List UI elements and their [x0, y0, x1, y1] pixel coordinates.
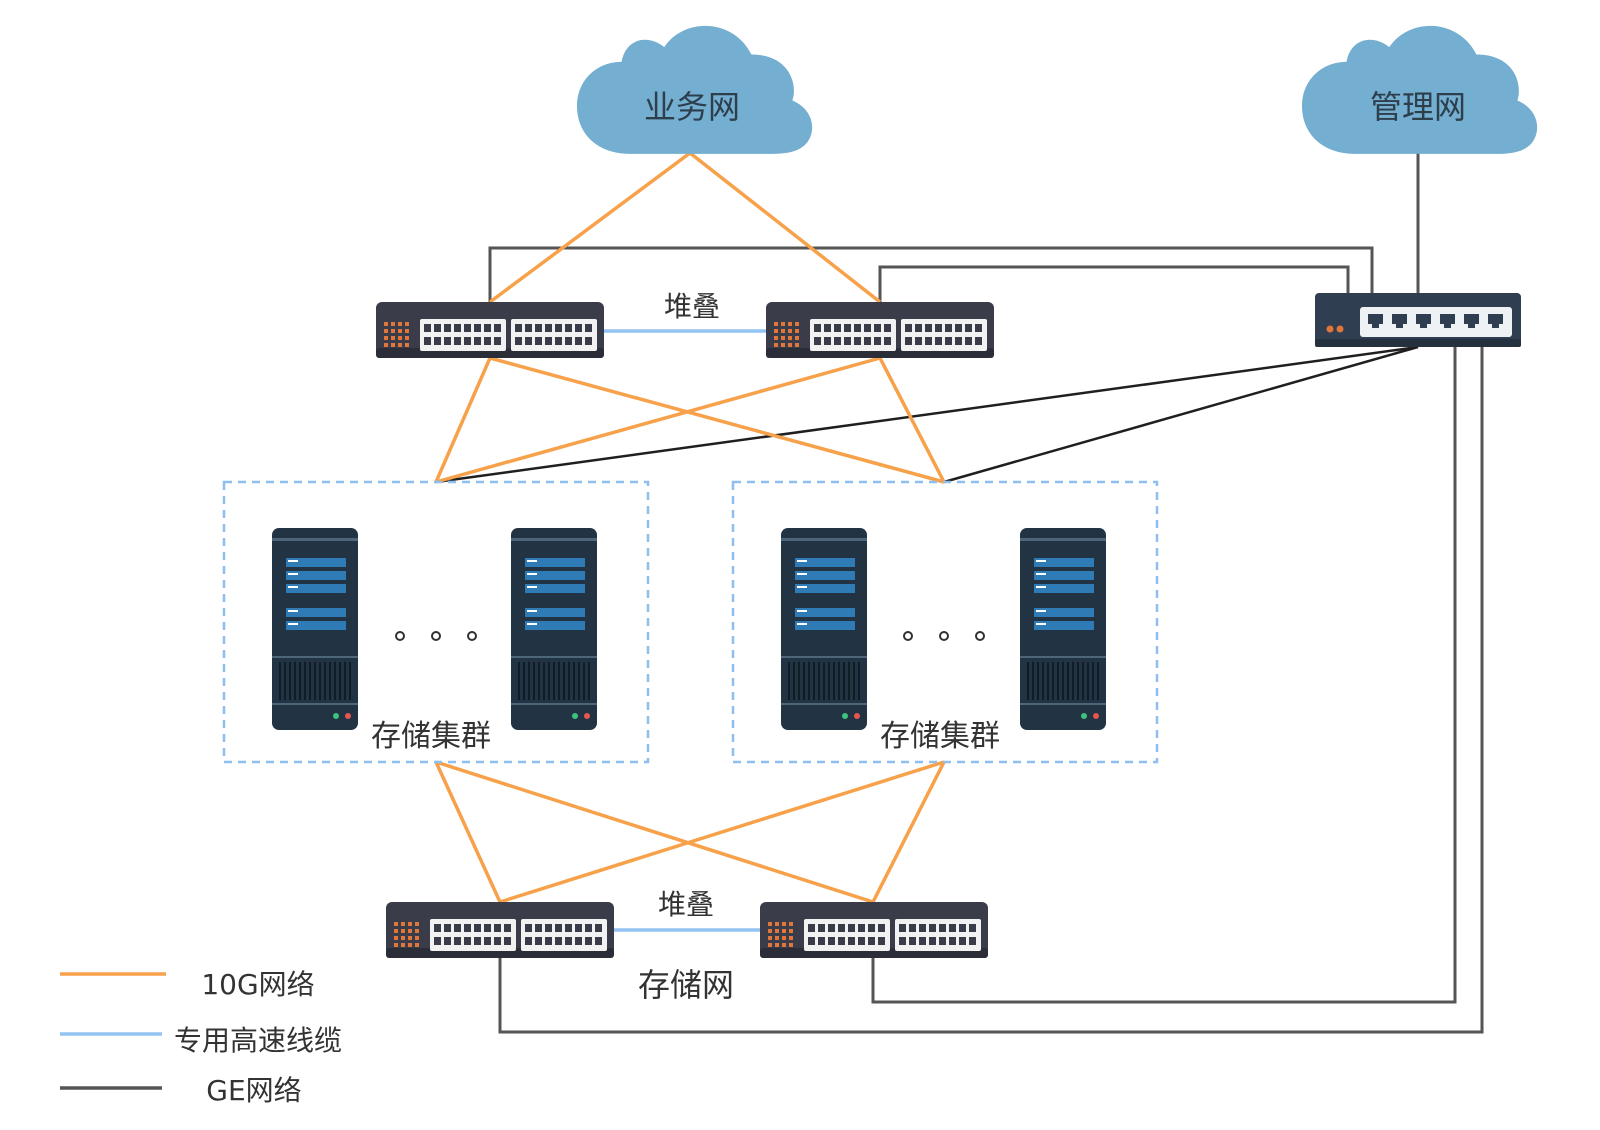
ten-g-links: [434, 151, 946, 904]
ellipsis-icon: [395, 631, 477, 641]
storage-cluster-right: 存储集群: [731, 480, 1159, 764]
business-network-label: 业务网: [644, 88, 740, 126]
storage-switch-left: [386, 902, 614, 958]
stack-label-bottom: 堆叠: [658, 888, 714, 921]
business-switch-left: [376, 302, 604, 358]
server-icon: [780, 527, 868, 731]
management-switch: [1315, 293, 1521, 347]
ge-cluster-links: [435, 345, 1419, 484]
ge-links: [488, 153, 1484, 1034]
legend-label-10g: 10G网络: [201, 968, 314, 1001]
ge-link-top-right-switch: [878, 265, 1350, 302]
storage-cluster-left: 存储集群: [222, 480, 650, 764]
server-icon: [271, 527, 359, 731]
ge-link-cluster-left: [435, 345, 1419, 484]
ge-link-cluster-right: [943, 345, 1419, 484]
cluster-label-right: 存储集群: [880, 719, 1000, 754]
legend-label-high-speed-cable: 专用高速线缆: [174, 1024, 342, 1057]
storage-network-label: 存储网: [638, 966, 734, 1004]
legend: 10G网络 专用高速线缆 GE网络: [60, 968, 342, 1107]
server-icon: [510, 527, 598, 731]
management-network-label: 管理网: [1370, 88, 1466, 126]
stack-label-top: 堆叠: [664, 290, 720, 323]
cluster-label-left: 存储集群: [371, 719, 491, 754]
ge-link-bottom-right-switch: [871, 347, 1457, 1004]
storage-switch-right: [760, 902, 988, 958]
business-switch-right: [766, 302, 994, 358]
ellipsis-icon: [903, 631, 985, 641]
ge-link-top-left-switch: [488, 246, 1374, 302]
server-icon: [1019, 527, 1107, 731]
legend-label-ge: GE网络: [206, 1074, 301, 1107]
high-speed-cables: [604, 329, 766, 932]
ge-link-bottom-left-switch: [498, 347, 1484, 1034]
